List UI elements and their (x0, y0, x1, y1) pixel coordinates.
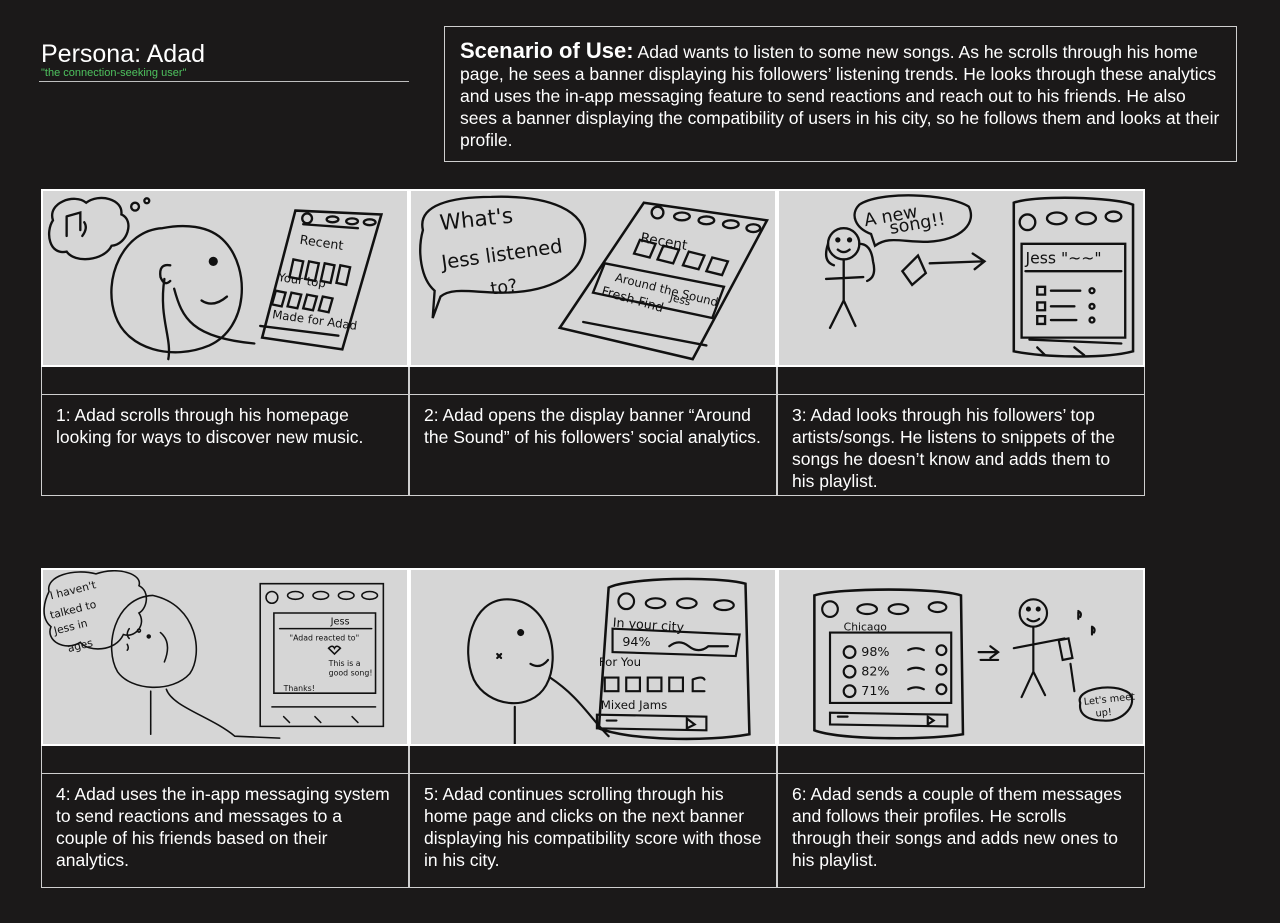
sketch-text: 94% (622, 634, 650, 649)
scenario-box: Scenario of Use: Adad wants to listen to… (444, 26, 1237, 162)
storyboard-sketch-2: What's Jess listened to? Recent Around t… (409, 189, 777, 367)
storyboard-sketch-4: I haven't talked to Jess in ages Jess "A… (41, 568, 409, 746)
sketch-text: good song! (329, 669, 373, 678)
panel-spacer (409, 746, 777, 774)
sketch-text: Your top (276, 270, 326, 291)
storyboard-sketch-5: In your city 94% For You Mixed Jams (409, 568, 777, 746)
sketch-text: up! (1095, 707, 1112, 720)
scenario-text: Adad wants to listen to some new songs. … (460, 42, 1220, 150)
sketch-text: to? (489, 276, 519, 300)
panel-spacer (409, 367, 777, 395)
sketch-text: ages (66, 636, 94, 655)
panel-caption-2: 2: Adad opens the display banner “Around… (409, 394, 777, 496)
storyboard-sketch-3: A new song!! Jess "~~" (777, 189, 1145, 367)
persona-title: Persona: Adad (41, 40, 206, 68)
sketch-text: Jess "~~" (1025, 248, 1102, 267)
sketch-text: 98% (861, 644, 889, 659)
panel-caption-4: 4: Adad uses the in-app messaging system… (41, 773, 409, 888)
scenario-heading: Scenario of Use: (460, 38, 634, 63)
sketch-text: 82% (861, 664, 889, 679)
sketch-text: Jess (668, 291, 693, 309)
divider (39, 81, 409, 82)
sketch-text: Let's meet (1083, 692, 1135, 708)
sketch-text: For You (599, 655, 641, 669)
sketch-text: Chicago (844, 621, 887, 634)
sketch-text: Jess (330, 617, 350, 628)
sketch-text: Thanks! (283, 684, 315, 693)
sketch-text: In your city (612, 615, 685, 635)
panel-caption-1: 1: Adad scrolls through his homepage loo… (41, 394, 409, 496)
persona-subtitle: "the connection-seeking user" (41, 67, 187, 79)
sketch-text: 71% (861, 683, 889, 698)
panel-spacer (777, 746, 1145, 774)
sketch-text: What's (439, 204, 515, 237)
sketch-text: This is a (328, 659, 361, 668)
persona-header: Persona: Adad "the connection-seeking us… (39, 40, 409, 82)
sketch-text: Mixed Jams (601, 698, 667, 712)
panel-spacer (41, 367, 409, 395)
panel-caption-5: 5: Adad continues scrolling through his … (409, 773, 777, 888)
panel-caption-6: 6: Adad sends a couple of them messages … (777, 773, 1145, 888)
storyboard-sketch-1: Recent Your top Made for Adad (41, 189, 409, 367)
storyboard-sketch-6: Chicago 98% 82% 71% Let's meet up! (777, 568, 1145, 746)
sketch-text: Recent (639, 230, 689, 254)
sketch-text: "Adad reacted to" (290, 633, 360, 642)
panel-spacer (41, 746, 409, 774)
panel-spacer (777, 367, 1145, 395)
panel-caption-3: 3: Adad looks through his followers’ top… (777, 394, 1145, 496)
sketch-text: Jess listened (438, 234, 564, 274)
sketch-text: talked to (49, 598, 98, 622)
sketch-text: Recent (299, 232, 345, 253)
